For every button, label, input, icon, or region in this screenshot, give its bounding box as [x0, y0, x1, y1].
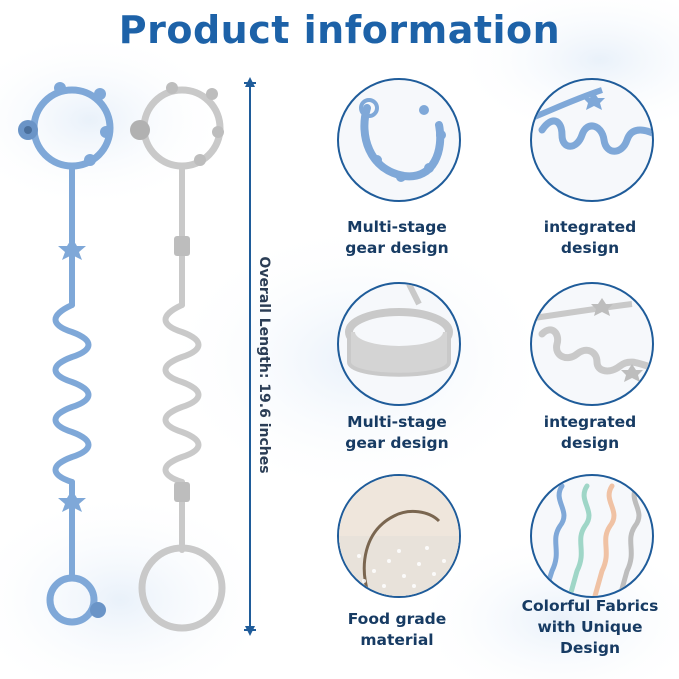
feature-5-line1: Food grade: [347, 610, 447, 628]
feature-3-label: Multi-stage gear design: [317, 412, 477, 454]
page-title: Product information: [118, 8, 561, 52]
colorful-straps-icon: [530, 474, 654, 598]
length-label-container: Overall Length: 19.6 inches: [254, 250, 274, 480]
gray-strap-beads: [130, 82, 224, 502]
length-label: Overall Length: 19.6 inches: [256, 256, 272, 474]
gear-ring-closeup-icon: [337, 78, 461, 202]
feature-4-line1: integrated: [543, 413, 637, 431]
blue-strap-beads: [18, 82, 112, 618]
feature-5-label: Food grade material: [317, 609, 477, 651]
feature-2-label: integrated design: [510, 217, 670, 259]
feature-3-line2: gear design: [345, 434, 449, 452]
feature-6-line1: Colorful Fabrics: [521, 597, 659, 615]
feature-6-label: Colorful Fabrics with Unique Design: [510, 596, 670, 659]
feature-6-line2: with Unique: [537, 618, 643, 636]
gray-wave-closeup-icon: [530, 282, 654, 406]
feature-1-line1: Multi-stage: [347, 218, 447, 236]
wavy-strap-closeup-icon: [530, 78, 654, 202]
feature-2-line2: design: [560, 239, 620, 257]
gray-strap: [138, 86, 226, 632]
feature-1-label: Multi-stage gear design: [317, 217, 477, 259]
feature-2-line1: integrated: [543, 218, 637, 236]
silicone-material-icon: [337, 474, 461, 598]
feature-4-line2: design: [560, 434, 620, 452]
feature-4-label: integrated design: [510, 412, 670, 454]
feature-1-line2: gear design: [345, 239, 449, 257]
gray-ring-closeup-icon: [337, 282, 461, 406]
feature-6-line3: Design: [559, 639, 621, 657]
blue-strap: [30, 86, 114, 626]
feature-3-line1: Multi-stage: [347, 413, 447, 431]
length-dimension-arrow: [244, 77, 256, 636]
feature-5-line2: material: [360, 631, 434, 649]
product-straps-illustration: [18, 82, 226, 632]
